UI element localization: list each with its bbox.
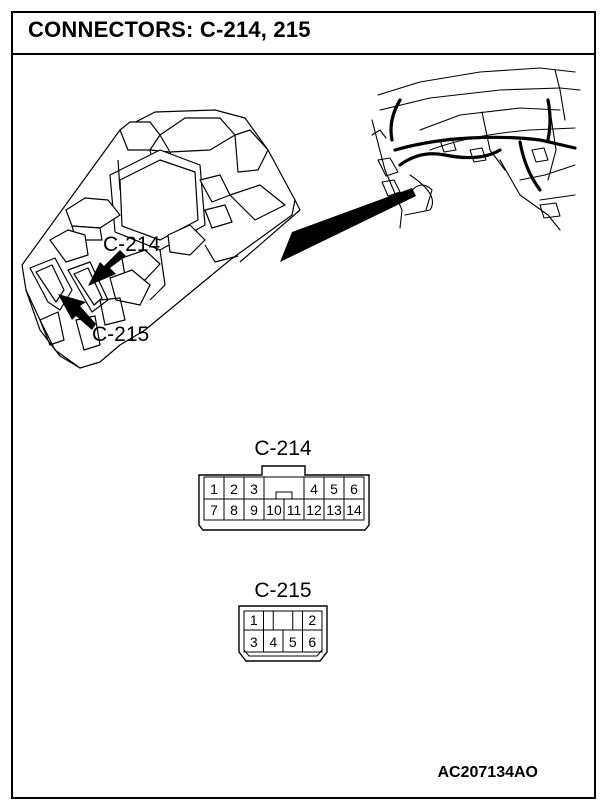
c215-pin-4: 4: [269, 634, 277, 650]
c214-pin-13: 13: [326, 502, 342, 518]
c214-pin-6: 6: [350, 481, 358, 497]
callout-label-c214: C-214: [103, 233, 161, 256]
figure-code: AC207134AO: [437, 764, 539, 781]
diagram-frame: [11, 11, 596, 799]
c214-pin-11: 11: [287, 502, 302, 518]
c214-pin-9: 9: [250, 502, 258, 518]
connector-c215-label: C-215: [254, 579, 311, 602]
c214-pin-10: 10: [266, 502, 282, 518]
junction-block-illustration: [21, 109, 301, 369]
c214-pin-3: 3: [250, 481, 258, 497]
page-title: CONNECTORS: C-214, 215: [28, 17, 311, 42]
c215-pin-6: 6: [308, 634, 316, 650]
title-divider: [11, 53, 596, 55]
callout-arrows: [58, 250, 126, 330]
c215-pin-1: 1: [250, 612, 258, 628]
c214-pin-8: 8: [230, 502, 238, 518]
c214-pin-5: 5: [330, 481, 338, 497]
c214-pin-12: 12: [306, 502, 322, 518]
c214-pin-4: 4: [310, 481, 318, 497]
c215-pin-2: 2: [308, 612, 316, 628]
location-pointer-wedge: [280, 188, 416, 262]
callout-label-c215: C-215: [92, 323, 149, 346]
c215-pin-5: 5: [289, 634, 297, 650]
c214-pin-7: 7: [210, 502, 218, 518]
c215-pin-3: 3: [250, 634, 258, 650]
c214-pin-2: 2: [230, 481, 238, 497]
c215-pin-6-cell: [302, 629, 323, 653]
c214-pin-14: 14: [346, 502, 362, 518]
arrow-to-c215: [58, 294, 96, 330]
c214-pin-14-cell: [343, 498, 365, 521]
c214-pin-1: 1: [210, 481, 218, 497]
arrow-to-c214: [88, 250, 126, 286]
connector-c214-label: C-214: [254, 437, 312, 460]
wiring-harness-bundle: [389, 98, 577, 192]
